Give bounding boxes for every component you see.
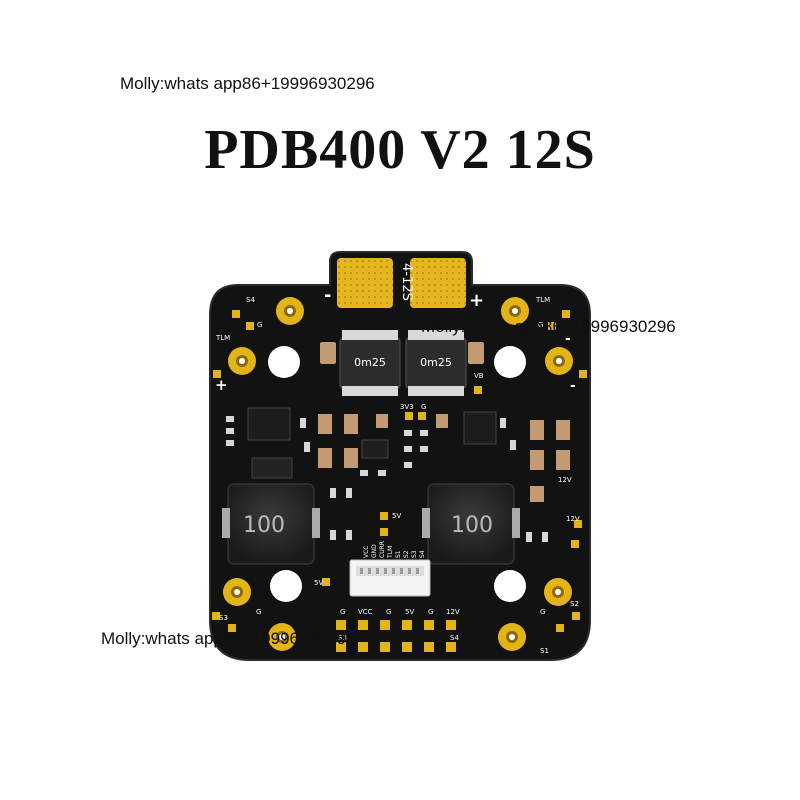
capacitor-group [318,414,570,502]
svg-text:12V: 12V [446,608,460,616]
main-hole-top-right [494,346,526,378]
mount-hole-bottom-right [544,578,572,606]
svg-text:CURR: CURR [379,541,386,558]
power-pad-positive [410,258,466,308]
inductor-right: 100 [422,483,520,565]
svg-text:100: 100 [243,513,285,538]
regulator-ic-left [247,407,291,441]
mount-hole-bottom-left [223,578,251,606]
svg-text:S1: S1 [395,550,402,558]
svg-text:S3: S3 [411,550,418,558]
connector-pin-labels: VCC GND CURR TLM S1 S2 S3 S4 [363,541,426,559]
svg-text:S1: S1 [540,647,549,655]
mount-hole-bottom-left-2 [268,623,296,651]
svg-text:G: G [340,608,345,616]
bottom-solder-pads [336,620,456,652]
svg-text:12V: 12V [566,515,580,523]
svg-text:VCC: VCC [363,546,370,558]
power-pad-negative [337,258,393,308]
shunt-resistor-left: 0m25 [320,330,401,396]
inductor-left: 100 [222,483,320,565]
minus-sign-top: - [324,285,331,306]
plus-sign-top: + [469,290,484,311]
mount-hole-left [228,347,256,375]
svg-text:-: - [565,331,571,347]
svg-text:G: G [386,608,391,616]
bottom-pad-labels: G VCC G 5V G 12V S3 S4 [338,608,460,642]
jst-connector [349,559,431,597]
svg-text:100: 100 [451,513,493,538]
mount-hole-bottom-right-2 [498,623,526,651]
main-hole-bottom-right [494,570,526,602]
main-hole-top-left [268,346,300,378]
input-voltage-label: 4-12S [399,263,414,301]
product-title: PDB400 V2 12S [204,119,596,181]
svg-text:S4: S4 [246,296,255,304]
svg-text:5V: 5V [314,579,323,587]
svg-text:S3: S3 [338,634,347,642]
watermark-text-top: Molly:whats app86+19996930296 [120,74,375,93]
mount-hole-right [545,347,573,375]
svg-text:G: G [428,608,433,616]
svg-text:-: - [570,378,576,394]
svg-text:TLM: TLM [387,546,394,559]
svg-text:+: + [215,376,228,394]
svg-text:G: G [256,608,261,616]
svg-text:0m25: 0m25 [420,356,452,369]
svg-text:3V3: 3V3 [400,403,414,411]
svg-text:S2: S2 [570,600,579,608]
small-passives [226,416,548,542]
svg-text:5V: 5V [405,608,414,616]
svg-text:S4: S4 [419,550,426,558]
mount-hole-top-left [276,297,304,325]
svg-text:G: G [421,403,426,411]
svg-text:GND: GND [371,544,378,558]
svg-text:VB: VB [474,372,484,380]
watermark-text-middle: Molly:whats app86+19996930296 [421,317,676,336]
svg-text:G: G [257,321,262,329]
regulator-ic-right [463,411,497,445]
svg-text:S3: S3 [219,614,228,622]
svg-text:VCC: VCC [358,608,373,616]
svg-text:S2: S2 [403,550,410,558]
svg-text:S4: S4 [450,634,459,642]
svg-text:TLM: TLM [535,296,550,304]
mount-hole-top-right [501,297,529,325]
watermark-text-bottom: Molly:whats app86+19996930296 [101,629,356,648]
svg-text:G: G [540,608,545,616]
svg-text:0m25: 0m25 [354,356,386,369]
svg-text:5V: 5V [392,512,401,520]
svg-text:G: G [538,321,543,329]
svg-text:TLM: TLM [215,334,230,342]
main-hole-bottom-left [270,570,302,602]
shunt-resistor-right: 0m25 [405,330,484,396]
svg-text:12V: 12V [558,476,572,484]
